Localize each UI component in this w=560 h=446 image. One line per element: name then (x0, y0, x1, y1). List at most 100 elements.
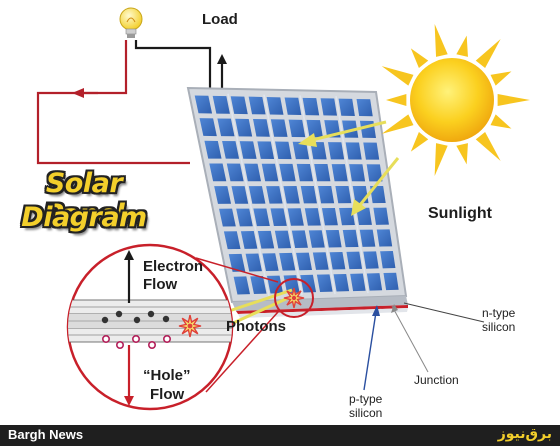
electron-icon (101, 316, 109, 324)
sun-ray (497, 94, 530, 106)
panel-cell (212, 95, 230, 114)
panel-cell (302, 97, 320, 116)
panel-cell (316, 274, 333, 293)
load-label: Load (202, 11, 238, 28)
panel-cell (314, 163, 331, 182)
panel-cell (345, 142, 362, 160)
hole-icon (116, 340, 125, 349)
label-pointers (363, 302, 485, 391)
panel-cell (266, 97, 284, 115)
panel-cell (240, 231, 258, 249)
n-type-label-line2: silicon (482, 320, 516, 334)
sun-ray (456, 35, 468, 57)
panel-cell (274, 230, 292, 249)
panel-cell (300, 274, 317, 293)
panel-cell (250, 276, 267, 295)
panel-cell (356, 98, 373, 117)
panel-cell (257, 230, 275, 249)
panel-cell (275, 141, 292, 160)
sun-ray (490, 114, 512, 129)
panel-cell (318, 186, 335, 204)
panel-cell (335, 186, 352, 204)
sun-ray (381, 66, 414, 86)
panel-cell (253, 208, 270, 227)
panel-cell (304, 208, 321, 226)
panel-cell (239, 141, 257, 159)
panel-cell (366, 164, 383, 182)
diagram-title-line1: Solar Panel (43, 168, 125, 230)
panel-cell (194, 95, 213, 114)
panel-cell (383, 272, 399, 291)
panel-cell (279, 252, 296, 271)
panel-cell (338, 98, 355, 116)
p-type-label-line1: p-type (349, 392, 383, 406)
panel-cell (356, 207, 372, 226)
panel-cell (279, 163, 296, 182)
panel-cell (287, 208, 304, 226)
panel-cell (209, 163, 227, 182)
panel-cell (327, 142, 345, 160)
panel-cell (223, 231, 241, 250)
circuit-wires (36, 40, 227, 165)
sun-ray (386, 94, 407, 106)
hole-icon (148, 340, 157, 349)
panel-cell (226, 163, 244, 182)
bargh-news-logo: Bargh News (8, 427, 84, 442)
electron-icon (133, 316, 141, 324)
panel-cell (245, 253, 262, 272)
panel-cell (199, 118, 217, 137)
panel-cell (253, 119, 270, 137)
panel-cell (214, 186, 232, 204)
panel-cell (236, 208, 253, 227)
panel-cell (283, 186, 300, 204)
panel-cell (300, 186, 317, 204)
panel-cell (321, 208, 338, 226)
panel-cell (296, 163, 314, 182)
panel-cell (262, 253, 279, 272)
panel-cell (366, 273, 383, 291)
panel-cell (228, 253, 246, 272)
panel-cell (320, 98, 338, 116)
panel-divider (263, 94, 303, 296)
photon-burst-icon (283, 287, 305, 309)
panel-cell-grid (194, 93, 399, 297)
panel-cell (257, 141, 275, 159)
panel-divider (299, 95, 336, 295)
panel-cell (306, 119, 323, 138)
panel-cell (349, 164, 366, 182)
panel-cell (244, 163, 261, 182)
panel-cell (380, 251, 396, 269)
lightbulb-icon (119, 7, 143, 38)
sun-ray (381, 114, 414, 134)
panel-cell (288, 119, 306, 138)
panel-cell (376, 229, 393, 247)
panel-cell (329, 251, 346, 270)
panel-cell (342, 120, 359, 138)
panel-cell (325, 229, 342, 248)
hole-flow-label-line1: “Hole” (143, 367, 191, 384)
panel-cell (261, 163, 279, 182)
panel-cell (270, 119, 288, 137)
panel-cell (369, 186, 386, 204)
panel-cell (331, 164, 348, 182)
sun-ray (490, 71, 512, 86)
panel-cell (222, 140, 240, 159)
panel-cell (230, 96, 248, 115)
panel-cell (204, 140, 222, 159)
photon-burst-icon (178, 314, 202, 338)
panel-cell (270, 208, 287, 226)
panel-cell (312, 252, 329, 270)
electron-icon (147, 310, 155, 318)
panel-cell (373, 207, 389, 225)
panel-cell (292, 141, 310, 160)
sun-ray (410, 131, 429, 152)
electron-flow-label-line2: Flow (143, 276, 178, 293)
current-arrow (72, 88, 84, 98)
panel-cell (217, 118, 235, 137)
panel-cell (235, 118, 253, 137)
panel-cell (296, 252, 313, 271)
sunlight-label: Sunlight (428, 205, 492, 222)
panel-cell (333, 273, 350, 292)
panel-cell (248, 96, 266, 115)
